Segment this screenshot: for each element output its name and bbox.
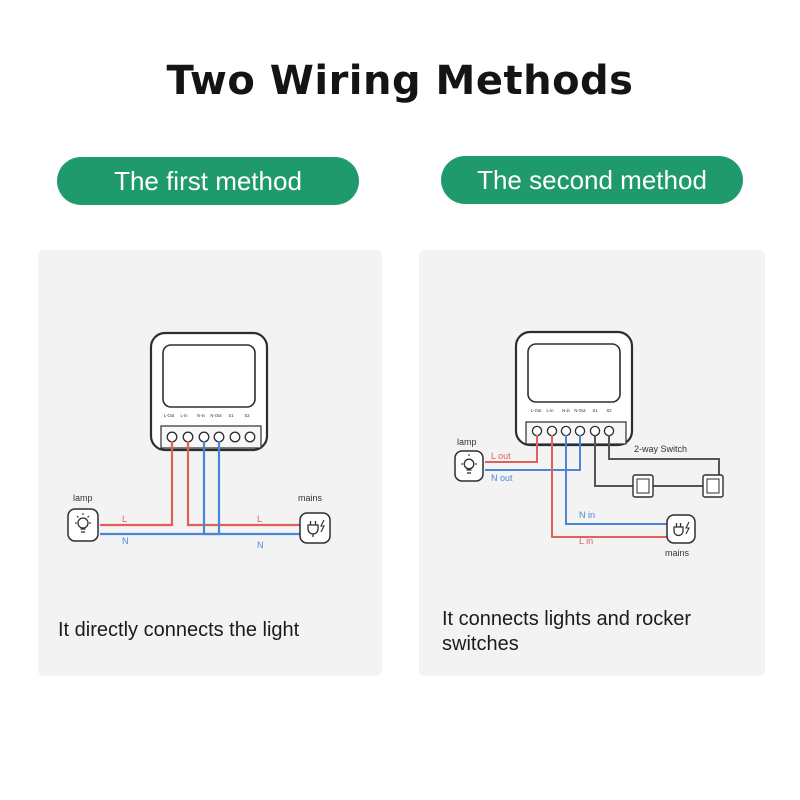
terminal-label-n-out: N-Out [210, 413, 222, 418]
device-terminals [166, 431, 256, 443]
wire-label-l-left: L [122, 514, 127, 524]
method-1-wiring-diagram: L-Out L-in N-in N-Out S1 S2 L L N [67, 331, 331, 550]
method-1-panel: L-Out L-in N-in N-Out S1 S2 L L N [38, 250, 382, 676]
terminal-label-n-out: N-Out [574, 408, 586, 413]
mains-plug-icon [666, 514, 696, 544]
wires [485, 435, 720, 538]
wire-label-l-in: L in [579, 536, 593, 546]
terminal-label-s1: S1 [592, 408, 598, 413]
terminal-label-n-in: N-in [197, 413, 205, 418]
terminal-label-l-out: L-Out [164, 413, 175, 418]
wire-label-n-left: N [122, 536, 129, 546]
lamp-icon [454, 450, 484, 482]
wires [100, 441, 300, 536]
method-2-wiring-diagram: L-Out L-in N-in N-Out S1 S2 [454, 330, 724, 558]
lamp-label: lamp [73, 493, 93, 503]
smart-switch-device [149, 331, 269, 452]
wire-label-n-out: N out [491, 473, 513, 483]
wire-label-l-out: L out [491, 451, 511, 461]
terminal-label-n-in: N-in [562, 408, 570, 413]
terminal-label-l-out: L-Out [531, 408, 542, 413]
two-way-switch-icon [632, 474, 724, 498]
terminal-label-l-in: L-in [547, 408, 555, 413]
two-way-switch-label: 2-way Switch [634, 444, 687, 454]
method-1-heading: The first method [57, 157, 359, 205]
terminal-label-s2: S2 [244, 413, 250, 418]
terminal-label-l-in: L-in [181, 413, 189, 418]
terminal-label-s1: S1 [228, 413, 234, 418]
terminal-label-s2: S2 [606, 408, 612, 413]
page-title: Two Wiring Methods [166, 58, 634, 104]
mains-plug-icon [299, 512, 331, 544]
lamp-icon [67, 508, 99, 542]
method-2-panel: L-Out L-in N-in N-Out S1 S2 [419, 250, 765, 676]
device-terminals [531, 425, 615, 437]
wire-label-l-right: L [257, 514, 262, 524]
wire-label-n-right: N [257, 540, 264, 550]
wire-label-n-in: N in [579, 510, 595, 520]
mains-label: mains [665, 548, 690, 558]
lamp-label: lamp [457, 437, 477, 447]
mains-label: mains [298, 493, 323, 503]
method-1-description: It directly connects the light [58, 619, 300, 641]
method-2-description: It connects lights and rocker switches [442, 608, 692, 655]
method-2-heading: The second method [441, 156, 743, 204]
